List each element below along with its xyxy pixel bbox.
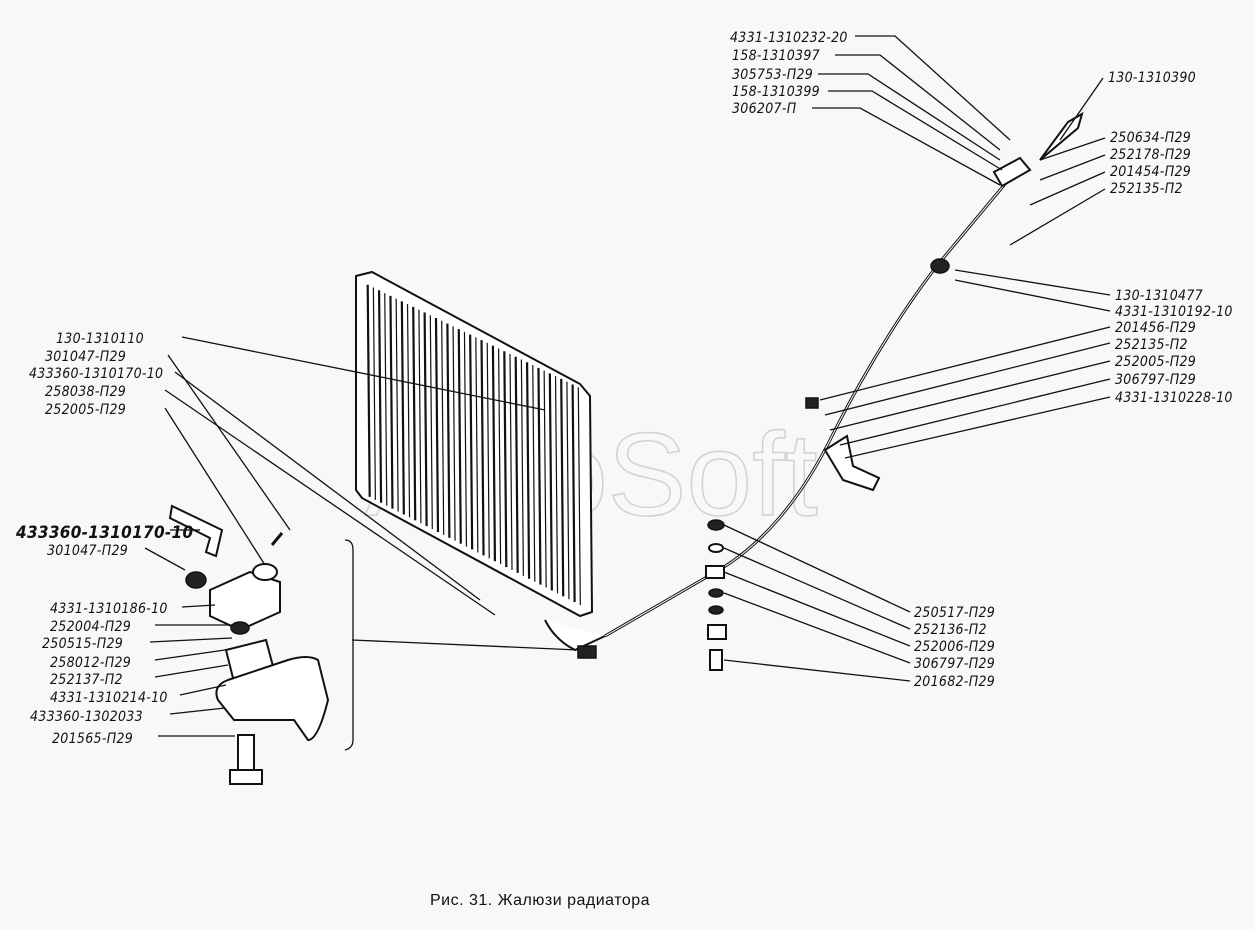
louver-blade: [566, 381, 570, 600]
louver-blade: [520, 359, 524, 576]
part-label: 433360-1310170-10: [15, 523, 193, 543]
louver-blade: [514, 356, 519, 573]
labels-right: 130-1310477 4331-1310192-10 201456-П29 2…: [1115, 288, 1233, 406]
louver-blade: [400, 301, 405, 515]
part-label: 4331-1310232-20: [730, 30, 848, 46]
louver-blade: [463, 331, 468, 547]
part-label: 252006-П29: [914, 639, 995, 655]
louver-blade: [389, 295, 394, 509]
part-label: 306797-П29: [1115, 372, 1196, 388]
part-label: 4331-1310186-10: [50, 601, 168, 617]
louver-blade: [554, 376, 559, 594]
louver-blade: [475, 337, 479, 553]
part-label: 252005-П29: [45, 402, 126, 418]
part-label: 433360-1310170-10: [29, 366, 163, 382]
part-label: 4331-1310214-10: [50, 690, 168, 706]
part-label: 201565-П29: [52, 731, 133, 747]
louver-blade: [560, 378, 565, 597]
part-label: 252137-П2: [50, 672, 123, 688]
louver-blade: [418, 309, 422, 524]
labels-bottom-mid: 250517-П29 252136-П2 252006-П29 306797-П…: [914, 605, 995, 690]
cable-clamp-bracket: [823, 434, 881, 492]
part-label: 130-1310390: [1108, 70, 1196, 86]
lever-body: [209, 570, 281, 632]
louver-blade: [548, 373, 553, 591]
part-label: 301047-П29: [47, 543, 128, 559]
part-label: 250517-П29: [914, 605, 995, 621]
part-label: 250515-П29: [42, 636, 123, 652]
part-label: 4331-1310228-10: [1115, 390, 1233, 406]
labels-top: 4331-1310232-20 158-1310397 305753-П29 1…: [730, 30, 1196, 197]
louver-blade: [377, 290, 383, 503]
labels-left-top: 130-1310110 301047-П29 433360-1310170-10…: [29, 331, 163, 418]
part-label: 252135-П2: [1115, 337, 1188, 353]
cable-sleeve: [930, 258, 950, 274]
louver-blade: [412, 306, 417, 521]
part-label: 305753-П29: [732, 67, 813, 83]
louver-blade: [366, 284, 371, 497]
part-label: 130-1310110: [56, 331, 144, 347]
part-label: 201454-П29: [1110, 164, 1191, 180]
louver-blade: [406, 304, 411, 518]
louvers: [366, 284, 581, 606]
control-cable: [544, 111, 1084, 659]
louver-blade: [532, 365, 536, 582]
part-label: 258012-П29: [50, 655, 131, 671]
part-label: 158-1310397: [732, 48, 820, 64]
louver-blade: [525, 362, 531, 579]
louver-blade: [498, 348, 502, 565]
control-handle: [1039, 111, 1084, 161]
part-label: 252004-П29: [50, 619, 131, 635]
part-label: 252135-П2: [1110, 181, 1183, 197]
louver-blade: [441, 320, 445, 535]
fastener-stack: [705, 519, 727, 671]
louver-blade: [543, 370, 547, 588]
louver-blade: [571, 384, 576, 603]
figure-caption: Рис. 31. Жалюзи радиатора: [430, 892, 650, 909]
louver-blade: [423, 312, 428, 527]
hex-key: [168, 504, 224, 558]
louver-blade: [491, 345, 497, 562]
part-label: 252178-П29: [1110, 147, 1191, 163]
louver-blade: [537, 367, 542, 585]
louver-blade: [452, 326, 456, 541]
part-label: 433360-1302033: [30, 709, 143, 725]
louver-blade: [509, 353, 513, 571]
louver-blade: [384, 293, 388, 506]
part-label: 250634-П29: [1110, 130, 1191, 146]
louver-blade: [486, 342, 490, 559]
louver-blade: [395, 298, 399, 512]
part-label: 201456-П29: [1115, 320, 1196, 336]
louver-blade: [446, 323, 451, 538]
louver-blade: [372, 287, 376, 500]
clamp-bolt: [805, 397, 819, 409]
louver-blade: [457, 329, 462, 544]
part-label: 306797-П29: [914, 656, 995, 672]
louver-blade: [577, 387, 581, 606]
louver-blade: [469, 334, 474, 550]
part-label: 4331-1310192-10: [1115, 304, 1233, 320]
part-label: 252005-П29: [1115, 354, 1196, 370]
part-label: 306207-П: [732, 101, 797, 117]
part-label: 301047-П29: [45, 349, 126, 365]
control-bracket: [992, 156, 1032, 188]
louver-blade: [434, 317, 440, 533]
radiator-shutter: [355, 270, 594, 618]
louver-blade: [429, 315, 433, 530]
louver-blade: [503, 351, 508, 568]
leader-lines: [144, 35, 1111, 737]
part-label: 130-1310477: [1115, 288, 1203, 304]
shutter-drive-assembly: [168, 504, 579, 785]
part-label: 158-1310399: [732, 84, 820, 100]
labels-left-bottom: 433360-1310170-10 301047-П29 4331-131018…: [15, 523, 193, 747]
louver-blade: [480, 340, 485, 556]
part-label: 258038-П29: [45, 384, 126, 400]
part-label: 201682-П29: [914, 674, 995, 690]
part-label: 252136-П2: [914, 622, 987, 638]
lever-bracket: [577, 645, 597, 659]
